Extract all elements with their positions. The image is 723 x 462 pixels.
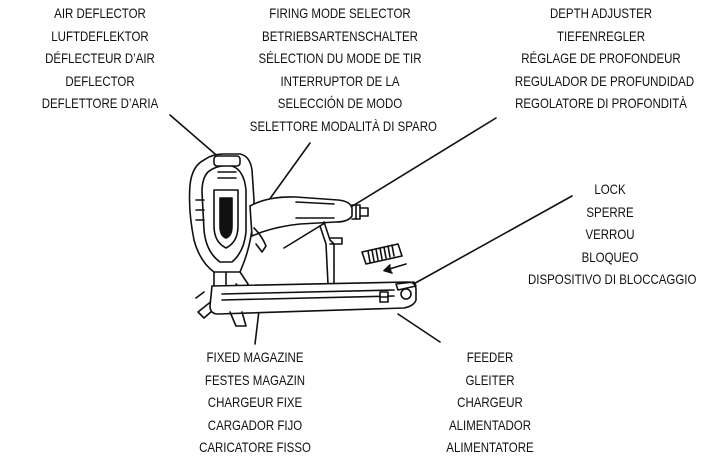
callout-line: BLOQUEO [581,248,639,265]
callout-line: REGOLATORE DI PROFONDITÀ [515,95,687,112]
callout-line: SÉLECTION DU MODE DE TIR [258,50,422,67]
leader-lock [409,195,573,287]
callout-line: DISPOSITIVO DI BLOCCAGGIO [528,271,697,288]
callout-line: DEFLETTORE D’ARIA [41,95,159,112]
callout-feeder: FEEDER GLEITER CHARGEUR ALIMENTADOR ALIM… [433,346,548,459]
tool-head [188,153,255,273]
magazine [209,281,417,327]
callout-line: LOCK [594,181,626,197]
callout-depth-adjuster: DEPTH ADJUSTER TIEFENREGLER RÉGLAGE DE P… [514,2,695,115]
callout-line: BETRIEBSARTENSCHALTER [262,27,418,44]
callout-line: CHARGEUR [457,394,523,411]
leader-feeder [397,313,441,343]
callout-line: SELECCIÓN DE MODO [277,95,403,112]
callout-fixed-magazine: FIXED MAGAZINE FESTES MAGAZIN CHARGEUR F… [194,346,317,459]
callout-line: FESTES MAGAZIN [204,371,306,388]
callout-line: CHARGEUR FIXE [207,394,303,411]
callout-air-deflector: AIR DEFLECTOR LUFTDEFLEKTOR DÉFLECTEUR D… [34,2,165,115]
nail-strip [361,243,403,265]
tool-handle [249,196,369,237]
callout-line: REGULADOR DE PROFUNDIDAD [514,72,695,89]
callout-line: GLEITER [465,371,515,388]
insert-arrow [383,263,407,274]
callout-line: DEFLECTOR [65,72,135,89]
callout-line: CARICATORE FISSO [199,439,311,456]
callout-line: RÉGLAGE DE PROFONDEUR [521,50,681,67]
callout-line: VERROU [585,226,635,243]
leader-air-deflector [169,114,223,161]
callout-line: LUFTDEFLEKTOR [51,27,149,44]
callout-line: SELETTORE MODALITÀ DI SPARO [249,117,437,134]
callout-line: DEPTH ADJUSTER [549,5,653,21]
callout-firing-mode-selector: FIRING MODE SELECTOR BETRIEBSARTENSCHALT… [249,2,437,138]
callout-line: DÉFLECTEUR D’AIR [45,50,155,67]
callout-line: FEEDER [466,349,514,365]
callout-line: CARGADOR FIJO [207,416,303,433]
trigger-assembly [253,221,343,285]
callout-line: TIEFENREGLER [556,27,646,44]
callout-line: ALIMENTADOR [448,416,532,433]
callout-lock: LOCK SPERRE VERROU BLOQUEO DISPOSITIVO D… [528,178,697,291]
callout-line: AIR DEFLECTOR [54,5,146,21]
callout-line: INTERRUPTOR DE LA [280,72,400,89]
callout-line: FIRING MODE SELECTOR [269,5,411,21]
callout-line: ALIMENTATORE [446,439,534,456]
callout-line: FIXED MAGAZINE [206,349,304,365]
callout-line: SPERRE [586,203,634,220]
